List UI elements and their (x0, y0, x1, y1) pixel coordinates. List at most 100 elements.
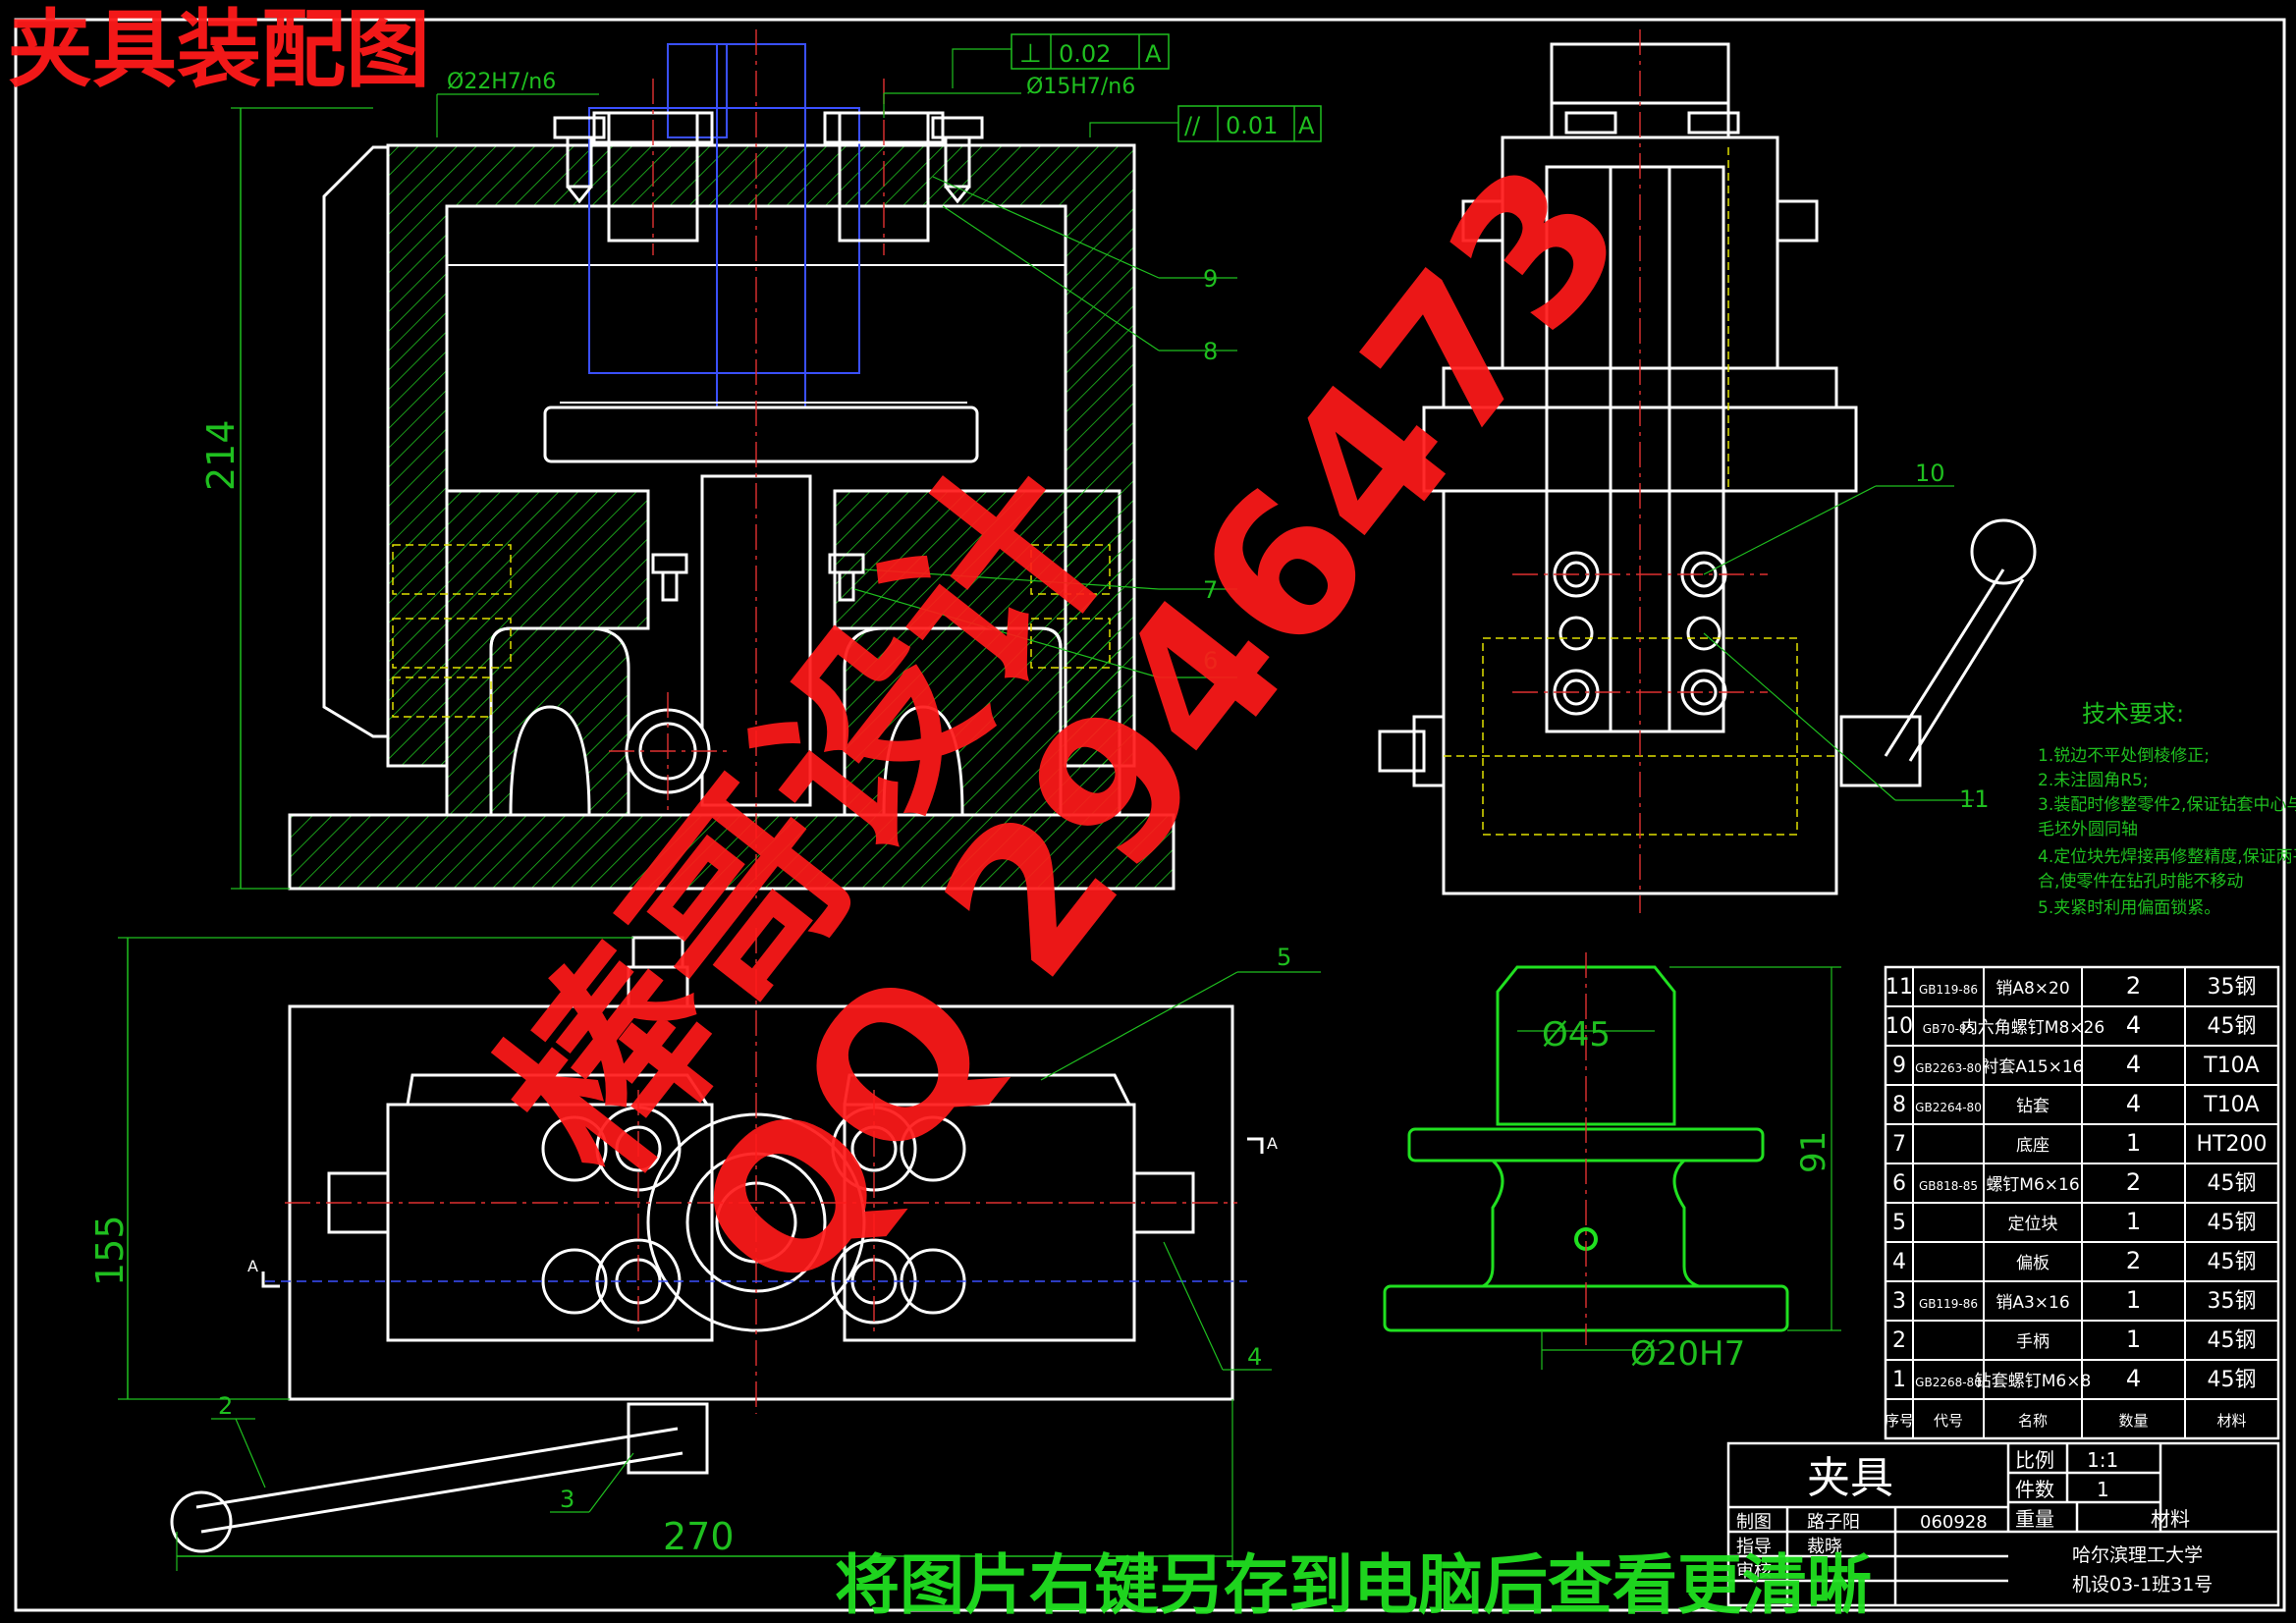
fit-callout-22: Ø22H7/n6 (436, 70, 599, 137)
bom-cell-mat: 45钢 (2208, 1250, 2257, 1274)
bom-header-code: 代号 (1934, 1412, 1963, 1430)
tol-para-value: 0.01 (1226, 112, 1278, 139)
balloon-9: 9 (1203, 265, 1218, 293)
tech-line-3: 3.装配时修整零件2,保证钻套中心与零件 (2038, 795, 2296, 815)
bom-cell-name: 钻套 (2016, 1097, 2050, 1116)
title-drawn-by: 路子阳 (1807, 1512, 1860, 1533)
bom-cell-no: 1 (1892, 1368, 1906, 1392)
bom-cell-name: 定位块 (2008, 1215, 2058, 1234)
front-section-view (288, 29, 1175, 898)
bom-cell-name: 内六角螺钉M8×26 (1961, 1018, 2105, 1038)
bom-cell-qty: 1 (2126, 1129, 2141, 1157)
section-mark-a-right: A (1267, 1134, 1278, 1153)
bom-header-qty: 数量 (2118, 1412, 2148, 1430)
title-guide-label: 指导 (1736, 1537, 1772, 1557)
title-material-label: 材料 (2151, 1507, 2190, 1531)
balloon-7: 7 (1203, 576, 1218, 604)
bom-cell-mat: T10A (2203, 1054, 2259, 1078)
fit-callout-15: Ø15H7/n6 (883, 75, 1135, 118)
bom-cell-name: 衬套A15×16 (1982, 1057, 2083, 1077)
bom-cell-name: 偏板 (2016, 1254, 2050, 1273)
bom-cell-code: GB818-85 (1919, 1179, 1978, 1193)
bom-cell-mat: 45钢 (2208, 1171, 2257, 1196)
tolerance-parallelism: // 0.01 A (1089, 105, 1322, 142)
header-title: 夹具装配图 (8, 1, 430, 99)
bom-cell-name: 销A3×16 (1995, 1293, 2069, 1313)
bom-cell-code: GB70-85 (1923, 1022, 1974, 1036)
bom-cell-qty: 2 (2126, 1247, 2141, 1274)
bom-cell-qty: 4 (2126, 1090, 2141, 1117)
title-drawn-label: 制图 (1736, 1512, 1772, 1533)
bom-cell-no: 2 (1892, 1328, 1906, 1353)
bom-cell-code: GB2263-80 (1915, 1061, 1982, 1075)
bom-cell-mat: 45钢 (2208, 1211, 2257, 1235)
tech-line-5: 4.定位块先焊接再修整精度,保证两平面配 (2038, 847, 2296, 867)
dim-155-label: 155 (88, 1215, 132, 1286)
tech-title: 技术要求: (2082, 700, 2184, 728)
top-center-lines (285, 928, 1237, 1414)
title-pieces: 1 (2097, 1478, 2109, 1501)
tolerance-perpendicularity: ⊥ 0.02 A (952, 33, 1170, 88)
title-block (1726, 1441, 2280, 1607)
dim-214: 214 (199, 107, 373, 890)
bom-header-mat: 材料 (2216, 1412, 2246, 1430)
title-pieces-label: 件数 (2015, 1478, 2054, 1501)
bom-cell-mat: HT200 (2197, 1132, 2268, 1157)
bom-cell-mat: T10A (2203, 1093, 2259, 1117)
bom-cell-no: 4 (1892, 1250, 1906, 1274)
bom-cell-no: 3 (1892, 1289, 1906, 1314)
balloon-6: 6 (1203, 647, 1218, 675)
fit-22-label: Ø22H7/n6 (447, 70, 556, 94)
bom-cell-no: 11 (1886, 975, 1913, 1000)
bom-cell-code: GB2264-80 (1915, 1101, 1982, 1114)
bom-cell-no: 10 (1886, 1014, 1913, 1039)
bottom-note: 将图片右键另存到电脑后查看更清晰 (835, 1547, 1872, 1623)
bom-cell-qty: 4 (2126, 1011, 2141, 1039)
title-review-label: 审核 (1736, 1561, 1772, 1582)
bom-cell-code: GB119-86 (1919, 1297, 1978, 1311)
bom-cell-no: 8 (1892, 1093, 1906, 1117)
title-scale-label: 比例 (2015, 1448, 2054, 1472)
tech-line-2: 2.未注圆角R5; (2038, 771, 2149, 790)
title-scale: 1:1 (2087, 1448, 2118, 1472)
bom-cell-qty: 1 (2126, 1325, 2141, 1353)
bom-cell-mat: 45钢 (2208, 1368, 2257, 1392)
bom-cell-qty: 2 (2126, 972, 2141, 1000)
bom-cell-code: GB119-86 (1919, 983, 1978, 997)
tech-requirements: 技术要求: 1.锐边不平处倒棱修正; 2.未注圆角R5; 3.装配时修整零件2,… (2038, 700, 2296, 918)
dim-45-label: Ø45 (1542, 1015, 1611, 1055)
title-school: 哈尔滨理工大学 (2072, 1544, 2203, 1566)
bom-cell-no: 7 (1892, 1132, 1906, 1157)
title-weight-label: 重量 (2015, 1507, 2054, 1531)
bom-cell-qty: 2 (2126, 1168, 2141, 1196)
tech-line-4: 毛坯外圆同轴 (2038, 820, 2138, 839)
title-guide-by: 裁晓 (1807, 1537, 1842, 1557)
tol-perp-datum: A (1145, 40, 1162, 68)
balloon-11: 11 (1959, 785, 1990, 813)
bom-cell-mat: 35钢 (2208, 1289, 2257, 1314)
fit-15-label: Ø15H7/n6 (1026, 75, 1135, 99)
bom-cell-mat: 45钢 (2208, 1014, 2257, 1039)
bom-header-name: 名称 (2018, 1412, 2048, 1430)
title-class: 机设03-1班31号 (2072, 1574, 2213, 1596)
dim-270: 270 (176, 1399, 1233, 1571)
tech-line-1: 1.锐边不平处倒棱修正; (2038, 746, 2210, 766)
bom-header-no: 序号 (1885, 1412, 1914, 1430)
bom-cell-name: 钻套螺钉M6×8 (1975, 1372, 2092, 1391)
bom-cell-code: GB2268-80 (1915, 1376, 1982, 1389)
title-block-name: 夹具 (1807, 1453, 1893, 1503)
bom-cell-qty: 1 (2126, 1286, 2141, 1314)
balloon-3: 3 (560, 1486, 574, 1513)
bom-cell-qty: 1 (2126, 1208, 2141, 1235)
bom-cell-name: 螺钉M6×16 (1986, 1175, 2079, 1195)
dim-20h7: Ø20H7 (1541, 1330, 1745, 1374)
bom-cell-name: 手柄 (2016, 1332, 2050, 1352)
balloon-8: 8 (1203, 338, 1218, 365)
bom-cell-no: 5 (1892, 1211, 1906, 1235)
dim-20h7-label: Ø20H7 (1630, 1334, 1745, 1374)
tol-para-symbol: // (1184, 112, 1201, 139)
dim-91: 91 (1669, 966, 1841, 1331)
bom-cell-qty: 4 (2126, 1051, 2141, 1078)
